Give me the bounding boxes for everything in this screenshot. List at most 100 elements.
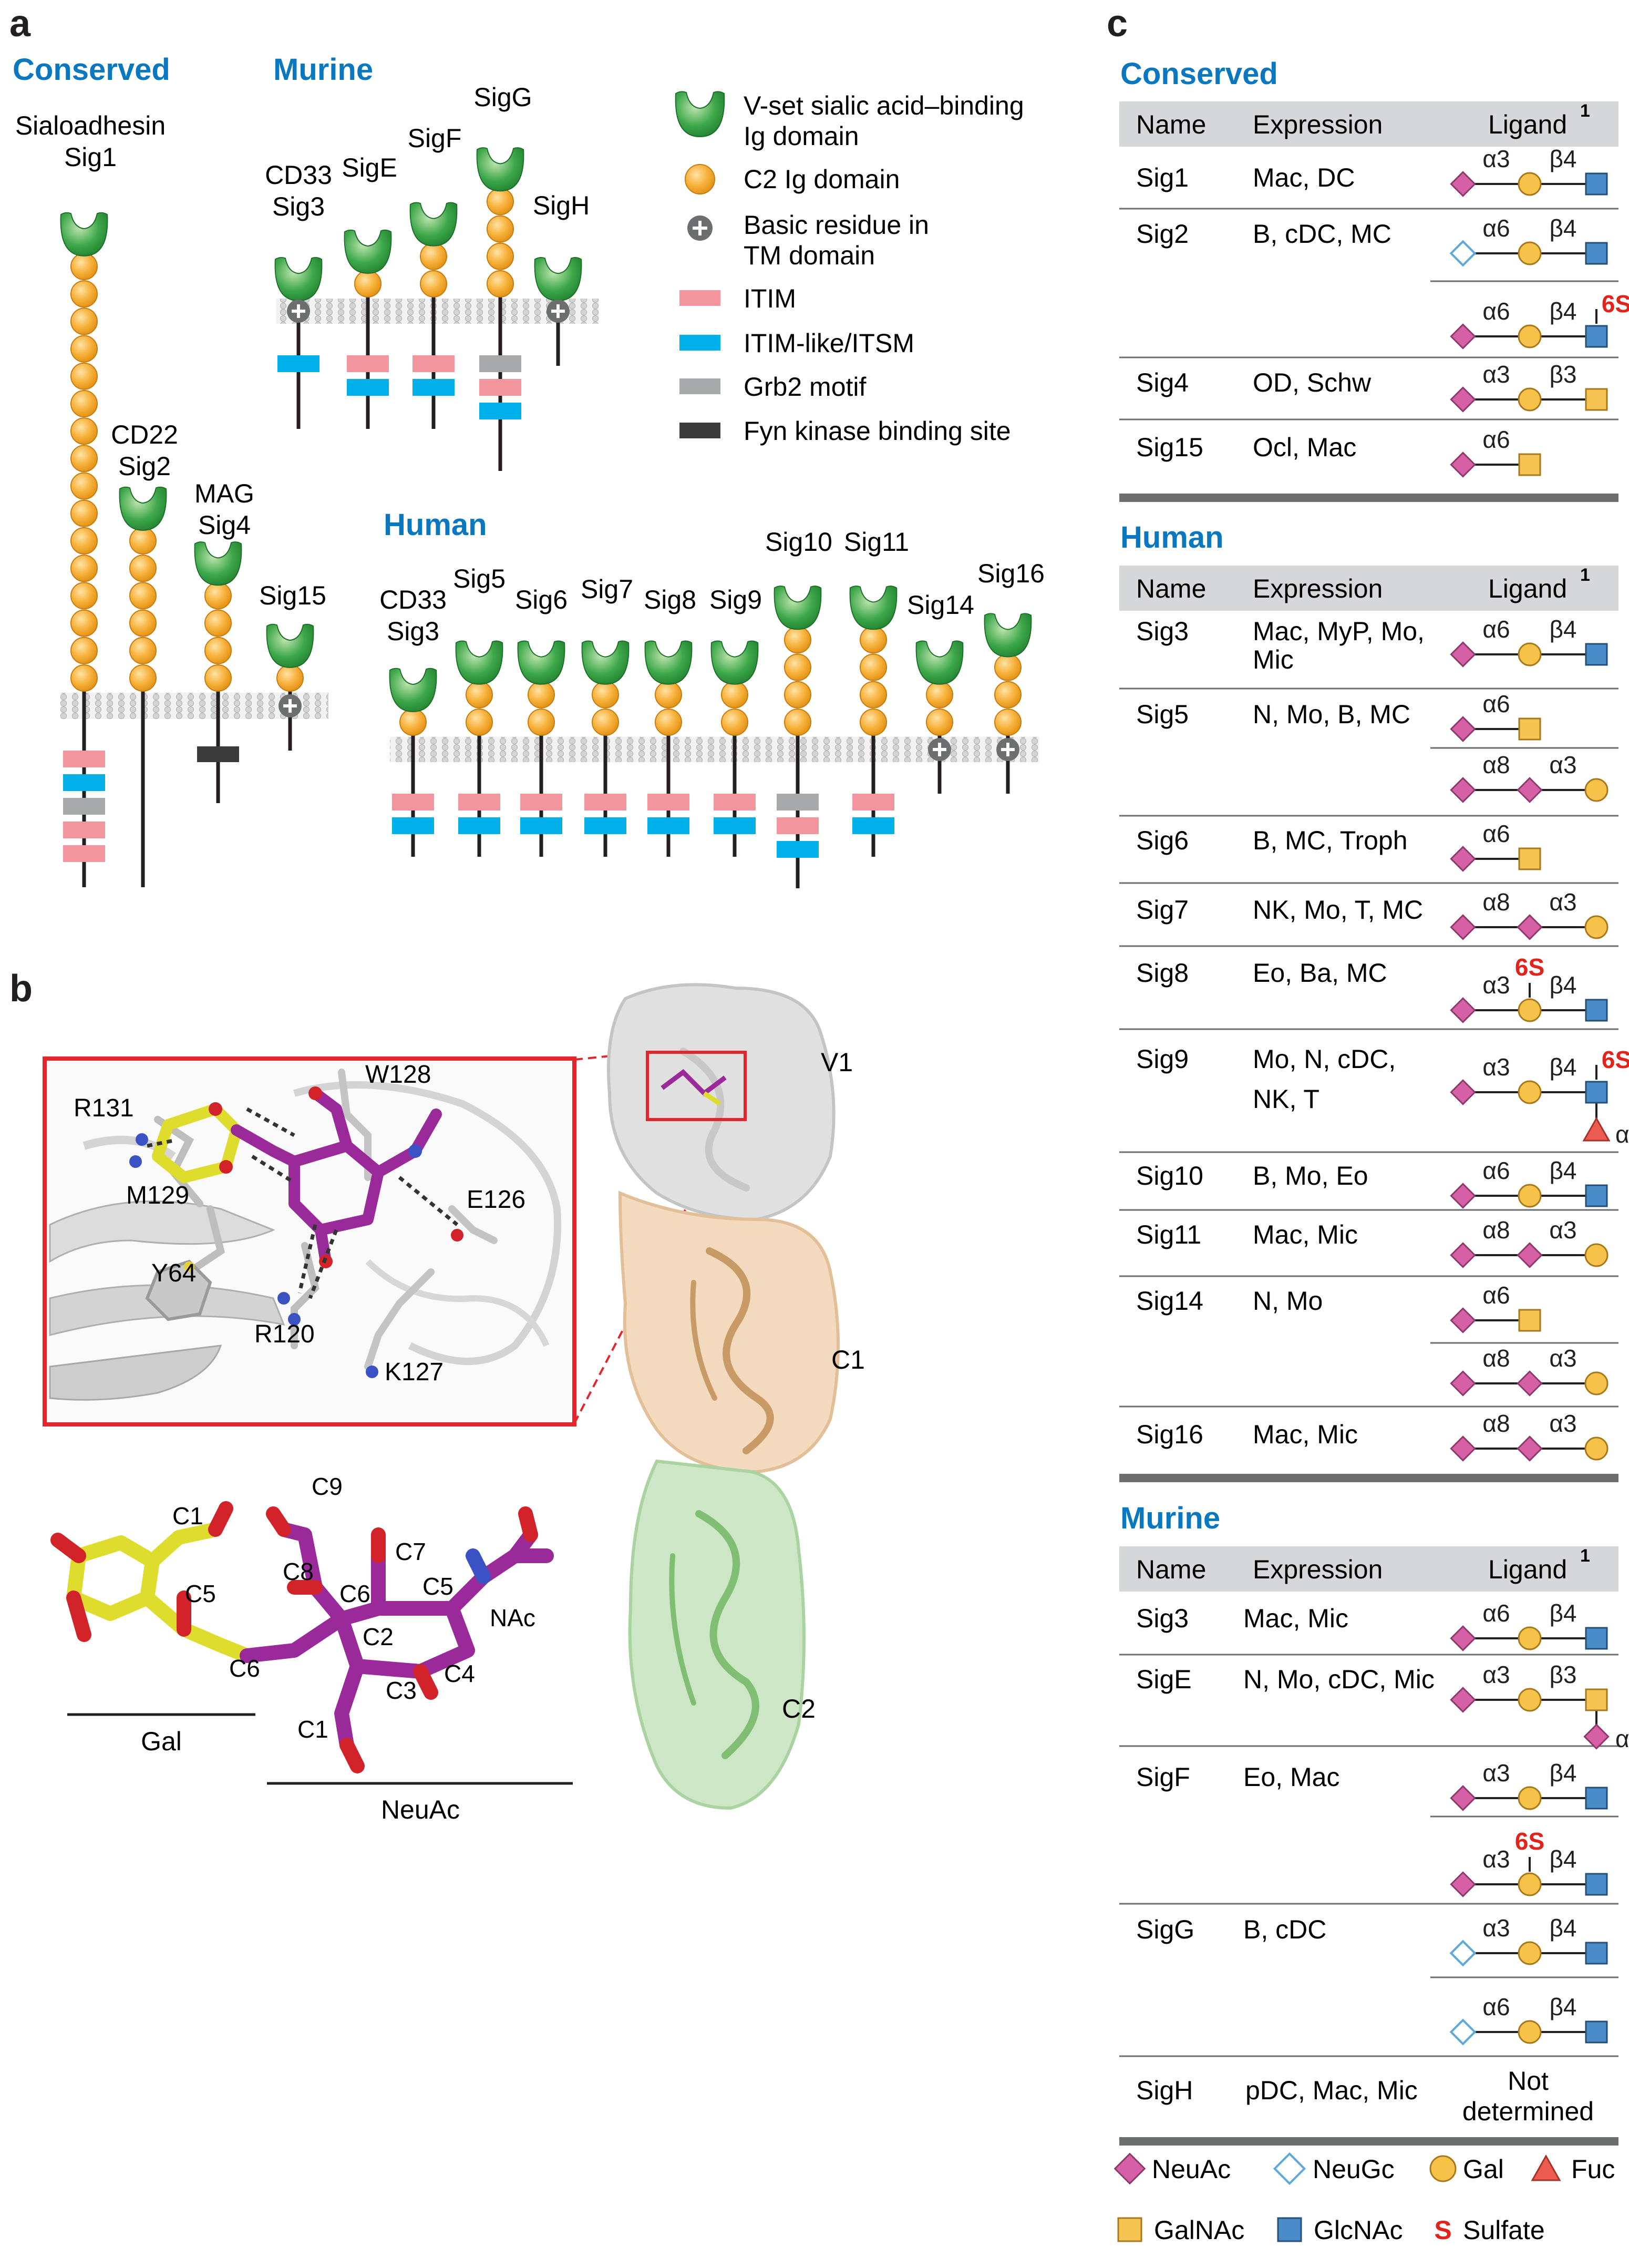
row-expression: pDC, Mac, Mic: [1245, 2076, 1418, 2105]
legend-galnac: GalNAc: [1154, 2215, 1244, 2245]
row-name: SigG: [1136, 1915, 1194, 1944]
c2-domain: [129, 637, 157, 664]
c2-domain: [487, 215, 514, 243]
siglec-receptor: [849, 586, 898, 857]
c2-domain: [129, 527, 157, 555]
legend-basic-line2: TM domain: [744, 241, 875, 270]
neuac-symbol: [1450, 914, 1476, 940]
c2-domain: [354, 270, 382, 297]
linkage-label: α3: [1482, 1759, 1510, 1787]
neuac-symbol: [1517, 914, 1543, 940]
plus-icon: [551, 304, 565, 318]
header-expression: Expression: [1253, 574, 1383, 603]
c2-domain: [655, 681, 682, 709]
row-expression: NK, T: [1253, 1084, 1319, 1114]
glycan-structure: α6: [1450, 1281, 1541, 1333]
c2-domain: [860, 626, 887, 654]
itsm-motif: [277, 355, 319, 372]
neuac-symbol: [1517, 1370, 1543, 1397]
atom-label-c8: C8: [283, 1558, 314, 1585]
row-name: SigF: [1136, 1762, 1190, 1792]
receptor-label-sig3-murine: Sig3: [272, 192, 325, 221]
linkage-label: β4: [1549, 214, 1576, 242]
receptor-label-cd22: CD22: [111, 420, 178, 449]
gal-symbol: [1518, 1941, 1542, 1965]
group-title-murine: Murine: [273, 53, 373, 87]
c2-domain: [70, 253, 98, 280]
neuac-symbol: [1583, 1723, 1610, 1750]
linkage-label: β4: [1549, 1993, 1576, 2020]
group-title-conserved: Conserved: [13, 53, 170, 87]
receptor-label-sigh: SigH: [533, 191, 590, 220]
residue-label-r131: R131: [74, 1094, 134, 1122]
atom-label-c7: C7: [395, 1538, 426, 1565]
c2-domain: [860, 709, 887, 736]
gal-symbol: [1584, 1243, 1609, 1267]
row-expression: Mac, MyP, Mo,: [1253, 617, 1425, 646]
neuac-legend-icon: [1114, 2152, 1146, 2185]
receptor-label-sig16: Sig16: [977, 559, 1045, 588]
domain-label-v1: V1: [821, 1048, 853, 1077]
receptor-label-sig7: Sig7: [581, 574, 633, 604]
row-expression: Mo, N, cDC,: [1253, 1044, 1396, 1074]
fyn-legend-icon: [679, 423, 720, 438]
row-name: Sig6: [1136, 826, 1189, 855]
vset-domain-icon: [344, 229, 392, 274]
table-lines: [1119, 208, 1618, 2146]
table-header-murine: Name Expression Ligand 1: [1119, 1546, 1618, 1592]
vset-domain-icon: [517, 640, 565, 685]
linkage-label: β4: [1549, 145, 1576, 172]
vset-domain-legend-icon: [675, 91, 725, 137]
gal-symbol: [1518, 1184, 1542, 1208]
c2-domain: [70, 472, 98, 500]
row-name: Sig5: [1136, 700, 1189, 729]
neuac-symbol: [1450, 1435, 1476, 1462]
row-name: Sig9: [1136, 1044, 1189, 1074]
c2-domain: [655, 709, 682, 736]
row-name: Sig4: [1136, 368, 1189, 397]
glcnac-symbol: [1585, 1787, 1608, 1810]
glcnac-symbol: [1585, 1184, 1608, 1207]
siglec-receptor: [774, 586, 822, 888]
gal-symbol: [1584, 1436, 1609, 1461]
itim-motif: [777, 817, 819, 834]
neugc-symbol: [1449, 240, 1477, 267]
linkage-label: β3: [1549, 1661, 1576, 1688]
itsm-motif: [584, 817, 626, 834]
header-ligand: Ligand: [1488, 574, 1567, 603]
glcnac-symbol: [1585, 2020, 1608, 2044]
grb2-motif: [63, 798, 105, 815]
galnac-symbol: [1518, 1309, 1541, 1332]
itim-motif: [584, 794, 626, 810]
linkage-label: α3: [1482, 1914, 1510, 1942]
c2-domain: [994, 681, 1022, 709]
linkage-label: β4: [1549, 1053, 1576, 1081]
neuac-symbol: [1450, 1079, 1476, 1105]
row-expression: Eo, Ba, MC: [1253, 958, 1387, 988]
c2-domain: [70, 445, 98, 473]
linkage-label: β4: [1549, 1599, 1576, 1627]
hydrogen-bonds: [147, 1107, 459, 1299]
neuac-symbol: [1450, 1370, 1476, 1397]
gal-symbol: [1518, 324, 1542, 348]
neuac-symbol: [1450, 171, 1476, 197]
receptor-label-sig1: Sig1: [64, 142, 117, 172]
galnac-legend-icon: [1117, 2217, 1142, 2242]
c2-domain: [721, 709, 748, 736]
row-expression: B, cDC, MC: [1253, 219, 1391, 249]
c2-domain: [70, 609, 98, 637]
ligand-not-determined: Not: [1508, 2066, 1549, 2096]
vset-domain-icon: [60, 212, 108, 256]
row-expression: NK, Mo, T, MC: [1253, 895, 1423, 925]
gal-symbol: [1518, 998, 1542, 1022]
ligand-closeup: [152, 1086, 442, 1268]
vset-domain-icon: [710, 640, 759, 685]
linkage-label: α8: [1482, 1410, 1510, 1437]
neuac-symbol: [1450, 451, 1476, 478]
